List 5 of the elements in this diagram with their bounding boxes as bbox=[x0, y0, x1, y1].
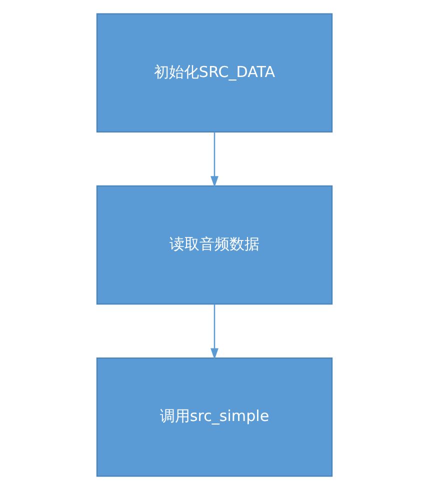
arrow bbox=[210, 132, 218, 188]
node-box: 初始化SRC_DATA bbox=[96, 13, 333, 133]
node-box: 调用src_simple bbox=[96, 357, 333, 477]
node-box: 读取音频数据 bbox=[96, 185, 333, 305]
arrow bbox=[210, 304, 218, 360]
